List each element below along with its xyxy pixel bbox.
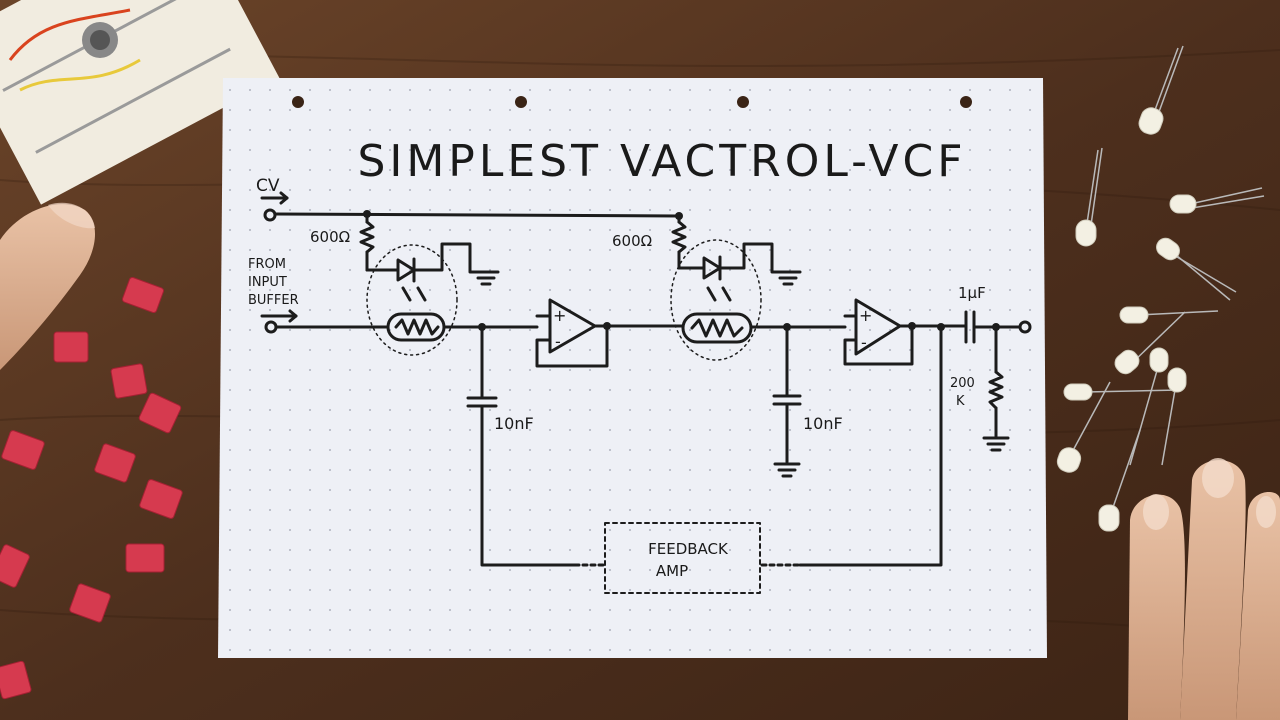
punch-hole (737, 96, 749, 108)
junctions (363, 210, 1000, 331)
feedback-amp-label-line1: FEEDBACK (648, 540, 729, 558)
cv-wire (273, 212, 681, 218)
resistor-200k (988, 370, 1004, 410)
r-out-label-line1: 200 (950, 376, 975, 391)
feedback-amp-label-line2: AMP (656, 562, 688, 580)
vactrol-1-outline (366, 244, 458, 356)
c2-label: 10nF (803, 414, 843, 433)
breadboard (0, 0, 280, 205)
diagram-title: SIMPLEST VACTROL-VCF (357, 136, 966, 187)
opamp-1-plus: + (553, 306, 566, 325)
output-terminal (1018, 320, 1032, 334)
led-1 (396, 258, 416, 282)
r2-label: 600Ω (612, 232, 652, 250)
opamp-2-plus: + (859, 306, 872, 325)
r1-label: 600Ω (310, 228, 350, 246)
opamp-1 (548, 298, 597, 354)
r-out-label-line2: K (956, 394, 965, 409)
resistor-600-1 (359, 220, 375, 254)
buffer-label: BUFFER (248, 293, 299, 308)
punch-hole (292, 96, 304, 108)
led-pile (1056, 45, 1265, 532)
punch-hole (960, 96, 972, 108)
opamp-2-minus: - (861, 333, 867, 352)
c-out-label: 1µF (958, 284, 986, 302)
feedback-amp-box (604, 522, 761, 594)
left-thumb (0, 204, 96, 370)
cv-input-terminal (263, 208, 277, 222)
opamp-2 (854, 298, 902, 356)
c1-label: 10nF (494, 414, 534, 433)
opamp-1-minus: - (555, 332, 561, 351)
paper-sheet (218, 78, 1047, 658)
input-label: INPUT (248, 275, 287, 290)
resistor-600-2 (671, 220, 687, 254)
from-label: FROM (248, 257, 286, 272)
punch-hole (515, 96, 527, 108)
right-hand (1128, 460, 1280, 720)
cv-label: CV (256, 176, 280, 196)
led-2 (702, 256, 722, 280)
vactrol-2-outline (670, 239, 762, 361)
capacitor-pile (0, 276, 183, 700)
